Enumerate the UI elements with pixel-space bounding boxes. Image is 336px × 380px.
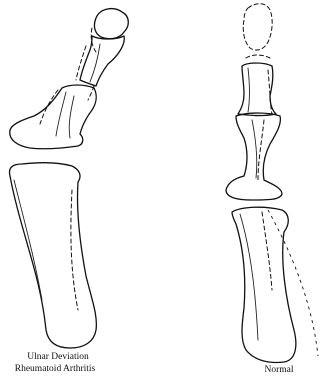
left-caption-line2: Rheumatoid Arthritis bbox=[15, 364, 96, 374]
left-distal-phalanx bbox=[94, 9, 128, 39]
right-caption: Normal bbox=[264, 365, 293, 375]
right-distal-phalanx bbox=[243, 4, 272, 50]
left-caption-line1: Ulnar Deviation bbox=[27, 352, 89, 362]
right-middle-phalanx bbox=[238, 63, 276, 116]
left-proximal-phalanx bbox=[10, 85, 96, 149]
normal-finger bbox=[226, 4, 318, 363]
left-middle-phalanx bbox=[80, 36, 124, 86]
left-metacarpal bbox=[10, 163, 97, 348]
ulnar-deviation-finger bbox=[10, 9, 129, 348]
right-metacarpal bbox=[232, 207, 296, 362]
right-proximal-phalanx bbox=[226, 113, 282, 200]
